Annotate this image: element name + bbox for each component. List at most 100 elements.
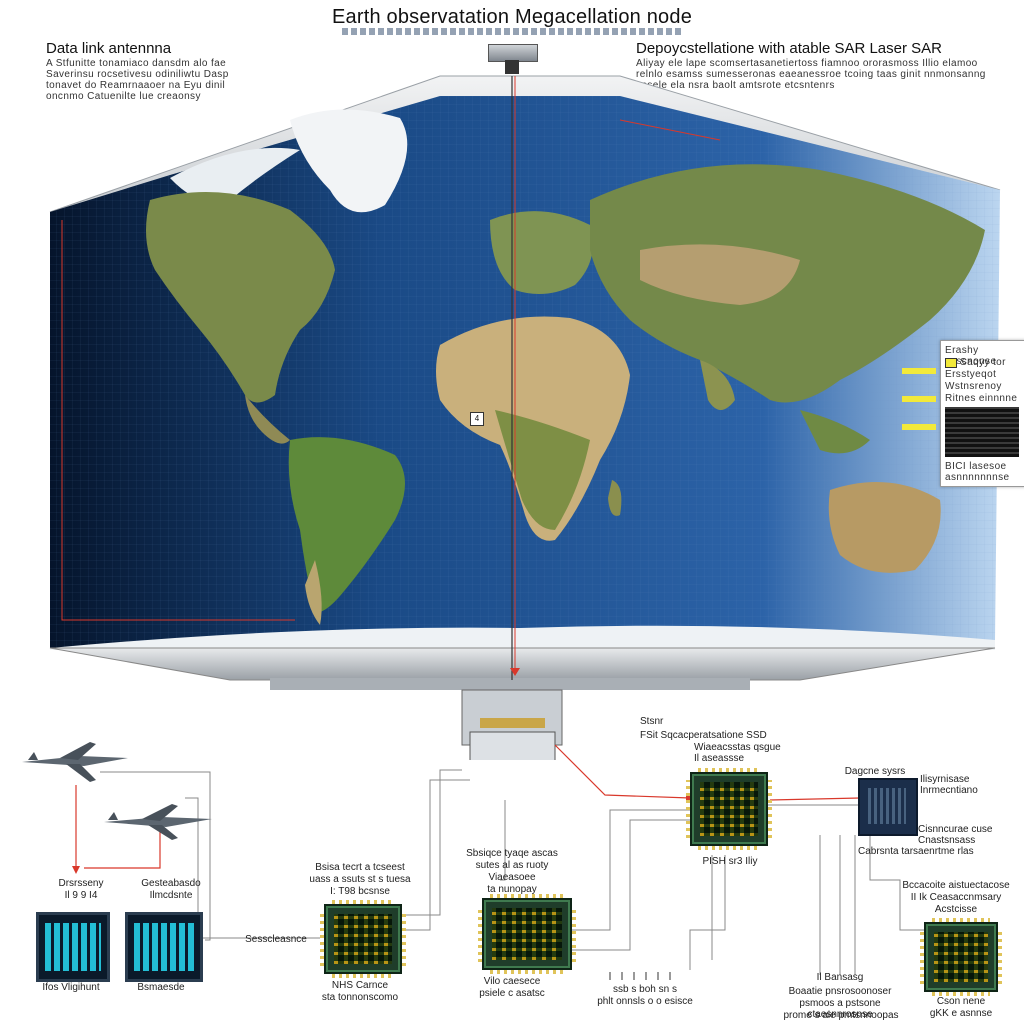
legend-item-1: Saqyy tor [960, 357, 1006, 368]
chip-b-sub: sutes al as ruoty [475, 860, 549, 871]
base-strip [270, 678, 750, 690]
bottom-right-label-4: prome s aie pmtsnnoopas [783, 1010, 899, 1021]
leader-arrow-1 [902, 368, 936, 374]
processing-chip-b [478, 894, 576, 974]
legend-item-4: Ritnes einnnne [945, 393, 1018, 404]
antenna-mount [505, 60, 519, 74]
far-right-caption: Cson nene [936, 996, 986, 1007]
greenland [290, 109, 408, 213]
chip-c-caption: PISH sr3 Iliy [702, 856, 758, 867]
diagram-title: Earth observatation Megacellation node [331, 6, 693, 28]
screen-1-caption: Ifos Vligihunt [42, 982, 100, 993]
left-heading: Data link antennna [46, 40, 172, 57]
drone-1-icon [22, 742, 128, 782]
legend-box: Erashy sascnonse Saqyy tor Ersstyeqot Ws… [940, 340, 1024, 487]
drone-value-2: Ilmcdsnte [149, 890, 193, 901]
north-america [146, 192, 335, 403]
north-america-south [245, 395, 290, 444]
frame-line-left [61, 220, 295, 621]
arctic-ice [170, 147, 300, 203]
leader-arrow-2 [902, 396, 936, 402]
conn-chipB-right [570, 809, 690, 931]
base-platform [49, 647, 996, 681]
southeast-asia [800, 410, 870, 454]
center-bottom-label: ssb s boh sn s [613, 984, 677, 995]
chip-b-caption: Vilo caesece [483, 976, 541, 987]
legend-footer: BICI lasesoe asnnnnnnnse [945, 461, 1010, 483]
drone-label-1: Drsrsseny [58, 878, 104, 889]
title-subline [342, 28, 682, 35]
red-link-module-chipC [769, 797, 861, 801]
right-mid-title: Bccacoite aistuectacose [902, 880, 1010, 891]
conn-sat-chipA-2 [404, 779, 470, 931]
processing-chip-d [920, 918, 1002, 996]
chip-a-caption2: sta tonnonscomo [321, 992, 399, 1003]
drone-label-2: Gesteabasdo [141, 878, 201, 889]
asia-desert [640, 244, 800, 305]
legend-heading: Erashy sascnonse [945, 345, 997, 367]
megaconstellation-node-illustration [49, 75, 1001, 760]
conn-drone2-right [185, 797, 199, 930]
ground-screen-2 [125, 912, 203, 982]
chip-b-sub2: Viaeasoee [488, 872, 536, 883]
legend-signal-panel [945, 407, 1019, 457]
right-heading: Depoycstellatione with atable SAR Laser … [636, 40, 942, 57]
sar-sub-label: Wiaeacsstas qsgue Il aseassse [694, 742, 781, 764]
chip-a-sub2: I: T98 bcsnse [330, 886, 390, 897]
map-marker: 4 [470, 412, 484, 426]
screen-1-bars [45, 923, 101, 971]
connection-lines [72, 744, 930, 980]
right-caption: Aliyay ele lape scomsertasanetiertoss fi… [636, 58, 986, 91]
europe [490, 211, 593, 294]
module-right-side-label: Ilisyrnisase Inrmecntiano [920, 774, 978, 796]
storage-module-fins [868, 788, 906, 824]
chip-a-title: Bsisa tecrt a tcseest [315, 862, 405, 873]
conn-sat-chipB [500, 800, 506, 881]
india [700, 360, 735, 410]
chip-b-caption2: psiele c asatsc [479, 988, 545, 999]
link-label: Sesscleasnce [245, 934, 307, 945]
module-right-bottom-label: Cisnncurae cuse Cnastsnsass [918, 824, 993, 846]
module-right-bottom-label-2: Cabrsnta tarsaenrtme rlas [858, 846, 974, 857]
leader-arrow-3 [902, 424, 936, 430]
far-right-caption-2: gKK e asnnse [929, 1008, 993, 1019]
legend-swatch-yellow [945, 357, 957, 368]
legend-item-2: Ersstyeqot [945, 369, 997, 380]
conn-drone1-right [100, 771, 211, 941]
south-america-south [305, 560, 322, 625]
satellite-gold-band [480, 718, 545, 728]
screen-2-bars [134, 923, 194, 971]
satellite-module [469, 731, 556, 760]
australia [828, 482, 941, 573]
conn-module-down [869, 835, 930, 931]
chip-b-sub3: ta nunopay [487, 884, 537, 895]
africa-green [495, 410, 590, 530]
red-link-sat-chipC [554, 744, 691, 799]
antarctic-edge [50, 625, 995, 650]
ground-screen-1 [36, 912, 110, 982]
madagascar [608, 480, 622, 516]
data-storage-module [858, 778, 918, 836]
conn-sat-chipA-1 [404, 769, 462, 916]
chip-a-caption: NHS Carnce [331, 980, 389, 991]
red-arrow-1 [72, 866, 80, 874]
conn-chipB-right-2 [570, 819, 690, 951]
bottom-right-label-1: Il Bansasg [816, 972, 864, 983]
drone-2-icon [104, 804, 212, 840]
south-america [288, 437, 405, 613]
screen-2-caption: Bsmaesde [137, 982, 185, 993]
module-right-top-label: Dagcne sysrs [844, 766, 906, 777]
processing-chip-a [320, 900, 406, 978]
chip-a-sub: uass a ssuts st s tuesa [309, 874, 411, 885]
right-mid-sub: II Ik Ceasaccnmsary [910, 892, 1002, 903]
bottom-right-label-3: psmoos a pstsone ctaesnnrosnse [799, 998, 881, 1020]
legend-item-3: Wstnsrenoy [945, 381, 1002, 392]
frame-line-top [619, 119, 721, 141]
bottom-right-label-2: Boaatie pnsrosoonoser [788, 986, 892, 997]
conn-chipC-down [689, 855, 726, 970]
center-bottom-label-2: phlt onnsls o o esisce [597, 996, 693, 1007]
sar-processing-chip [686, 768, 772, 850]
red-link-drone2 [84, 832, 161, 869]
spine-arrow-head [510, 668, 520, 676]
sar-main-label: FSit Sqcacperatsatione SSD [640, 730, 767, 741]
